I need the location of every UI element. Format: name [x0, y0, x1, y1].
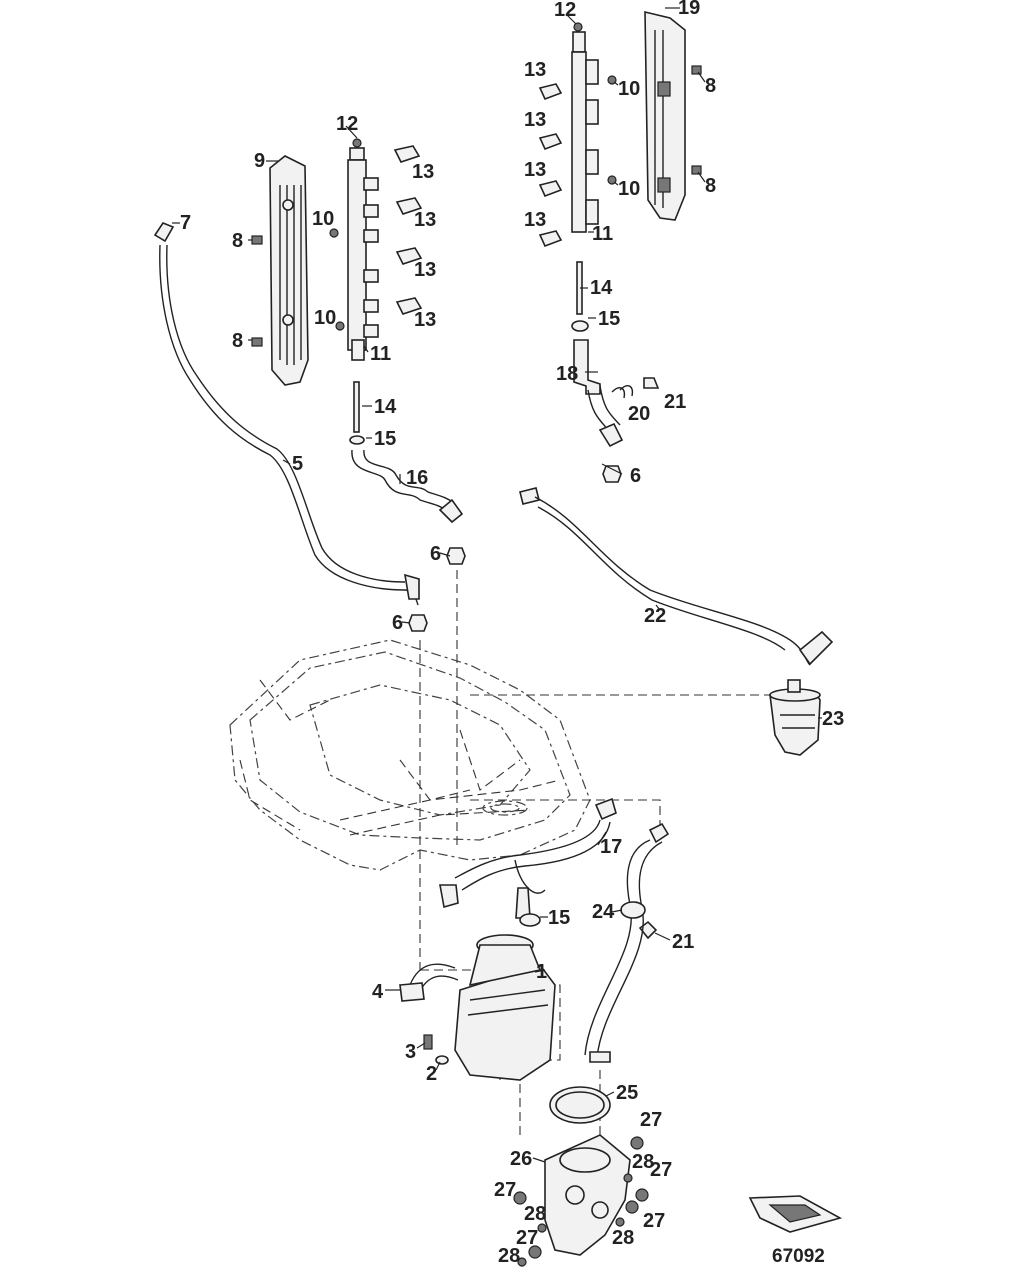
callout-10-left-lower: 10 — [314, 307, 336, 329]
injectors-right — [538, 83, 563, 248]
callout-21-lower: 21 — [672, 931, 694, 953]
callout-27-b: 27 — [650, 1159, 672, 1181]
fuel-pump-1 — [399, 887, 556, 1081]
tube-5 — [153, 222, 420, 606]
fuel-rail-cover-left — [269, 155, 309, 386]
callout-6-right: 6 — [630, 465, 641, 487]
figure-number: 67092 — [772, 1246, 825, 1267]
callout-15-lower: 15 — [548, 907, 570, 929]
callout-27-d: 27 — [494, 1179, 516, 1201]
callout-7: 7 — [180, 212, 191, 234]
callout-8-left-upper: 8 — [232, 230, 243, 252]
callout-12-right: 12 — [554, 0, 576, 21]
callout-20: 20 — [628, 403, 650, 425]
callout-8-right-upper: 8 — [705, 75, 716, 97]
tube-22 — [519, 487, 834, 666]
callout-9: 9 — [254, 150, 265, 172]
callout-8-right-lower: 8 — [705, 175, 716, 197]
callout-22: 22 — [644, 605, 666, 627]
callout-28-b: 28 — [524, 1203, 546, 1225]
rod-hose-right — [571, 261, 624, 448]
callout-28-d: 28 — [498, 1245, 520, 1267]
callout-13-left-4: 13 — [414, 309, 436, 331]
callout-12-left: 12 — [336, 113, 358, 135]
callout-13-left-3: 13 — [414, 259, 436, 281]
callout-11-left: 11 — [370, 343, 391, 365]
fittings-6 — [408, 465, 622, 632]
callout-28-a: 28 — [632, 1151, 654, 1173]
callout-2: 2 — [426, 1063, 437, 1085]
callout-14-left: 14 — [374, 396, 397, 418]
callout-24: 24 — [592, 901, 615, 923]
leader-lines — [172, 7, 822, 1163]
bolts-left — [251, 235, 263, 347]
callout-13-right-4: 13 — [524, 209, 546, 231]
callout-4: 4 — [372, 981, 384, 1003]
callout-8-left-lower: 8 — [232, 330, 243, 352]
housing-26 — [544, 1134, 631, 1256]
callout-6-lower: 6 — [392, 612, 403, 634]
callout-14-right: 14 — [590, 277, 613, 299]
fuel-filter-23 — [769, 679, 821, 756]
fuel-rail-right — [571, 22, 599, 233]
callout-6-middle: 6 — [430, 543, 441, 565]
callout-27-c: 27 — [643, 1210, 665, 1232]
callout-13-right-1: 13 — [524, 59, 546, 81]
callout-28-c: 28 — [612, 1227, 634, 1249]
seal-25 — [549, 1086, 611, 1124]
callout-13-right-2: 13 — [524, 109, 546, 131]
injectors-left — [393, 145, 423, 315]
callout-10-right-upper: 10 — [618, 78, 640, 100]
callout-26: 26 — [510, 1148, 532, 1170]
callout-19: 19 — [678, 0, 700, 19]
screws-left — [329, 228, 345, 331]
callout-21-upper: 21 — [664, 391, 686, 413]
callout-13-right-3: 13 — [524, 159, 546, 181]
rod-and-grommet-left — [349, 381, 365, 445]
callout-17: 17 — [600, 836, 622, 858]
engine-block-outline — [229, 639, 591, 871]
callout-15-left: 15 — [374, 428, 396, 450]
screws-right — [607, 65, 702, 185]
callout-11-right: 11 — [592, 223, 613, 245]
callout-16: 16 — [406, 467, 428, 489]
callout-18: 18 — [556, 363, 578, 385]
fuel-rail-left — [347, 138, 379, 361]
callout-27-a: 27 — [640, 1109, 662, 1131]
callout-23: 23 — [822, 708, 844, 730]
callout-27-e: 27 — [516, 1227, 538, 1249]
clamps-20-21 — [611, 377, 660, 940]
hose-24 — [584, 822, 670, 1063]
callout-13-left-1: 13 — [412, 161, 434, 183]
callout-1: 1 — [536, 961, 547, 983]
callout-5: 5 — [292, 453, 303, 475]
fittings-27-28 — [513, 1136, 649, 1267]
callout-13-left-2: 13 — [414, 209, 436, 231]
callout-10-right-lower: 10 — [618, 178, 640, 200]
callout-25: 25 — [616, 1082, 638, 1104]
hose-16 — [351, 449, 464, 524]
callout-15-right: 15 — [598, 308, 620, 330]
boat-icon — [748, 1195, 843, 1233]
callout-3: 3 — [405, 1041, 416, 1063]
callout-labels: 1 2 3 4 5 6 6 6 7 8 8 8 8 9 10 10 10 10 … — [180, 0, 844, 1267]
callout-10-left-upper: 10 — [312, 208, 334, 230]
fuel-rail-cover-right — [644, 10, 686, 221]
